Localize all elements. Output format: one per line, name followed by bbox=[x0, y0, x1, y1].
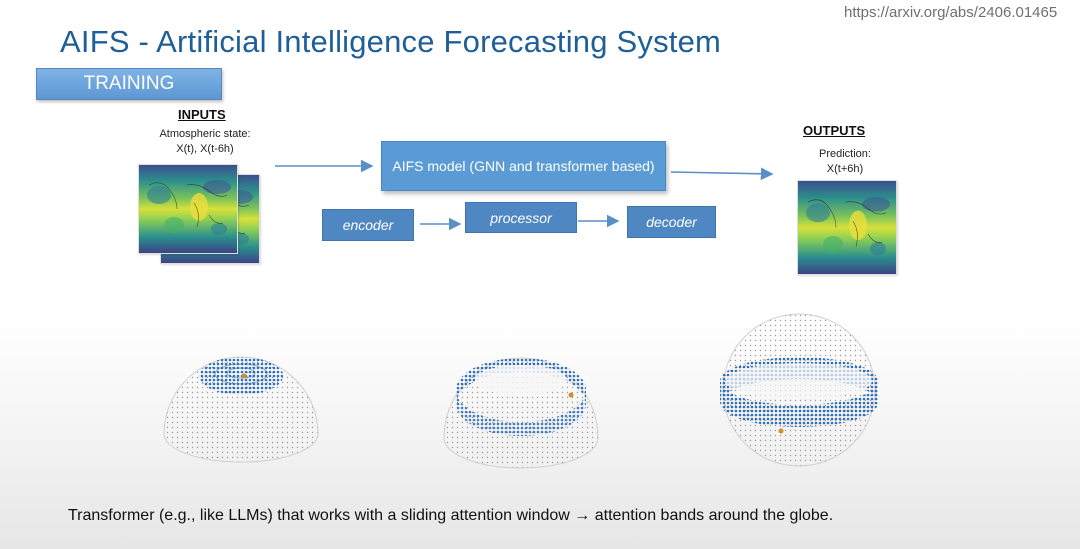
aifs-model-box: AIFS model (GNN and transformer based) bbox=[381, 141, 666, 191]
outputs-description: Prediction: X(t+6h) bbox=[790, 147, 900, 177]
inputs-desc-line2: X(t), X(t-6h) bbox=[176, 143, 234, 155]
page-title: AIFS - Artificial Intelligence Forecasti… bbox=[60, 24, 722, 59]
output-map bbox=[797, 180, 897, 275]
inputs-desc-line1: Atmospheric state: bbox=[159, 128, 251, 140]
arxiv-url: https://arxiv.org/abs/2406.01465 bbox=[844, 4, 1058, 21]
inputs-heading: INPUTS bbox=[178, 107, 226, 122]
processor-block: processor bbox=[465, 202, 577, 233]
globe-attention-ring bbox=[443, 357, 599, 469]
encoder-block: encoder bbox=[322, 209, 414, 241]
globe-attention-band bbox=[720, 313, 878, 467]
globe-attention-cap bbox=[163, 356, 319, 463]
outputs-desc-line1: Prediction: bbox=[819, 148, 871, 160]
slide-caption: Transformer (e.g., like LLMs) that works… bbox=[68, 507, 834, 524]
outputs-heading: OUTPUTS bbox=[803, 123, 866, 138]
input-map-front bbox=[138, 164, 238, 254]
inputs-description: Atmospheric state: X(t), X(t-6h) bbox=[140, 127, 270, 157]
decoder-block: decoder bbox=[627, 206, 716, 238]
outputs-desc-line2: X(t+6h) bbox=[826, 163, 864, 175]
arrow-model-to-output bbox=[670, 167, 774, 181]
training-label: TRAINING bbox=[36, 68, 222, 100]
